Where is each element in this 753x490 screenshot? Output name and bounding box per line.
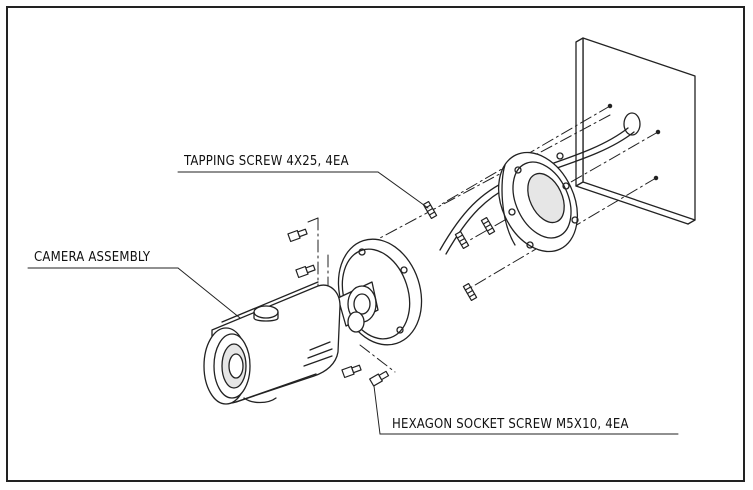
hexagon-socket-screws bbox=[287, 228, 390, 387]
tapping-screw-label: TAPPING SCREW 4X25, 4EA bbox=[184, 154, 349, 169]
camera-assembly-label: CAMERA ASSEMBLY bbox=[34, 250, 151, 265]
wall-plate bbox=[575, 37, 696, 225]
tapping-screws bbox=[422, 200, 496, 302]
bracket-plate bbox=[337, 238, 423, 346]
mounting-flange bbox=[498, 151, 579, 253]
hexagon-screw-label: HEXAGON SOCKET SCREW M5X10, 4EA bbox=[392, 417, 629, 432]
camera-assembly bbox=[203, 281, 379, 405]
leader-lines bbox=[27, 171, 679, 435]
